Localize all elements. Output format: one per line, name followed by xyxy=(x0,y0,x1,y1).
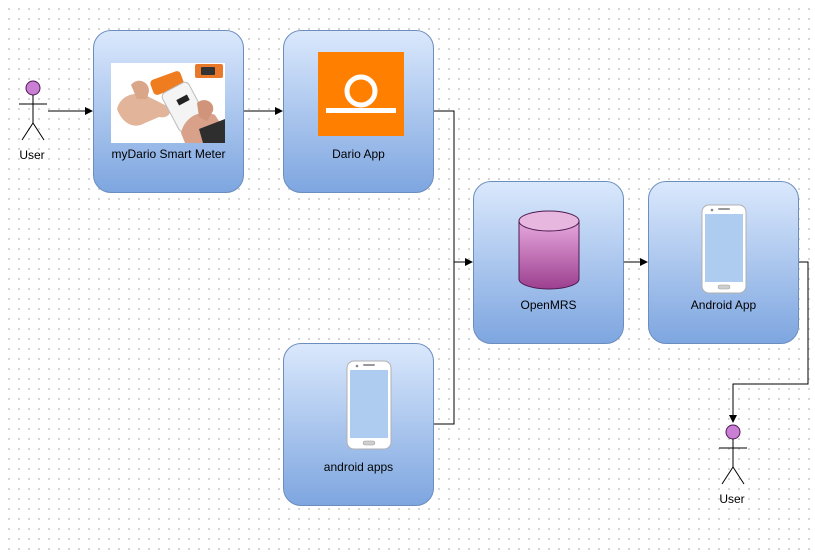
node-mydario-smart-meter-label: myDario Smart Meter xyxy=(111,147,226,161)
actor-user-left-label: User xyxy=(19,148,45,162)
stick-figure-icon xyxy=(719,424,747,485)
smartphone-icon xyxy=(701,204,747,294)
node-android-app-label: Android App xyxy=(690,298,757,312)
glucose-meter-photo xyxy=(111,63,225,143)
node-openmrs[interactable]: OpenMRS xyxy=(473,181,624,344)
node-dario-app-label: Dario App xyxy=(332,147,385,161)
node-android-apps-label: android apps xyxy=(323,460,394,474)
edge-dario-to-openmrs xyxy=(433,110,473,266)
node-dario-app[interactable]: Dario App xyxy=(283,30,434,193)
node-android-app[interactable]: Android App xyxy=(648,181,799,344)
database-cylinder-icon xyxy=(518,210,580,290)
smartphone-icon xyxy=(346,360,392,450)
node-mydario-smart-meter[interactable]: myDario Smart Meter xyxy=(93,30,244,193)
node-openmrs-label: OpenMRS xyxy=(520,298,577,312)
stick-figure-icon xyxy=(19,80,47,141)
actor-user-bottom[interactable]: User xyxy=(702,422,762,512)
actor-user-bottom-label: User xyxy=(719,492,745,506)
dario-logo-icon xyxy=(318,52,404,136)
edge-android-app-to-user xyxy=(729,261,809,423)
edge-android-apps-to-openmrs xyxy=(433,262,455,425)
actor-user-left[interactable]: User xyxy=(2,78,62,168)
node-android-apps[interactable]: android apps xyxy=(283,343,434,506)
